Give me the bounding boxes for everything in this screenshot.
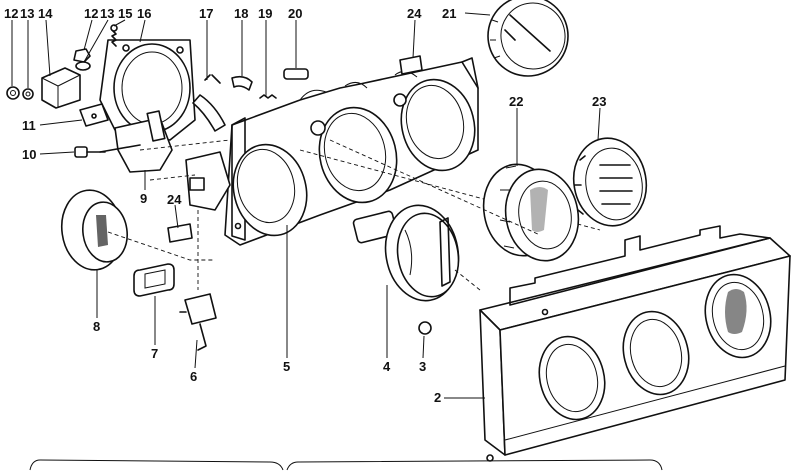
callout-22: 22 [509,94,523,109]
spring-part-15 [110,24,118,47]
callout-16: 16 [137,6,151,21]
callout-2: 2 [434,390,441,405]
knob-part-4 [352,204,460,302]
callout-21: 21 [442,6,456,21]
callout-12-left: 12 [4,6,18,21]
callout-14: 14 [38,6,53,21]
callout-4: 4 [383,359,391,374]
washer-part-13-left [22,88,34,100]
bracket-part-11 [79,103,109,127]
callout-17: 17 [199,6,213,21]
callout-5: 5 [283,359,290,374]
main-housing-part [224,57,601,246]
bulb-part-20 [283,68,309,80]
callout-13-left: 13 [20,6,34,21]
flap-part-17 [192,74,226,132]
screw-part-10 [74,146,106,158]
callout-8: 8 [93,319,100,334]
clip-part-24-bottom [167,223,193,243]
switch-part-14 [41,67,81,109]
callout-10: 10 [22,147,36,162]
callout-24-top: 24 [407,6,422,21]
bracket-part-9 [99,110,173,173]
callout-18: 18 [234,6,248,21]
group-brace [29,459,663,471]
callout-7: 7 [151,346,158,361]
callout-9: 9 [140,191,147,206]
callout-labels: 12 13 14 12 13 15 16 17 18 19 20 24 21 1… [4,6,606,405]
knob-part-21 [487,0,569,77]
washer-part-13-top [75,61,91,71]
switch-module-part [185,151,231,211]
callout-20: 20 [288,6,302,21]
leader-lines [11,12,601,399]
nut-part-12-left [6,86,20,100]
knob-part-22 [482,163,580,262]
callout-24-bottom: 24 [167,192,182,207]
callout-13-top: 13 [100,6,114,21]
microswitch-part-6 [179,293,217,351]
assembly-guide-lines [107,139,541,291]
detent-ball-part-3 [418,321,432,335]
clip-part-24-top [399,55,423,75]
callout-15: 15 [118,6,132,21]
callout-19: 19 [258,6,272,21]
blower-housing-part [99,39,196,141]
callout-11: 11 [22,118,36,133]
knob-part-23 [572,137,648,227]
lever-part-18 [231,75,253,91]
spring-part-19 [259,94,277,99]
front-panel-part [479,225,791,462]
callout-6: 6 [190,369,197,384]
gasket-part-7 [133,263,175,297]
callout-12-top: 12 [84,6,98,21]
callout-23: 23 [592,94,606,109]
knob-part-8 [60,189,128,271]
callout-3: 3 [419,359,426,374]
